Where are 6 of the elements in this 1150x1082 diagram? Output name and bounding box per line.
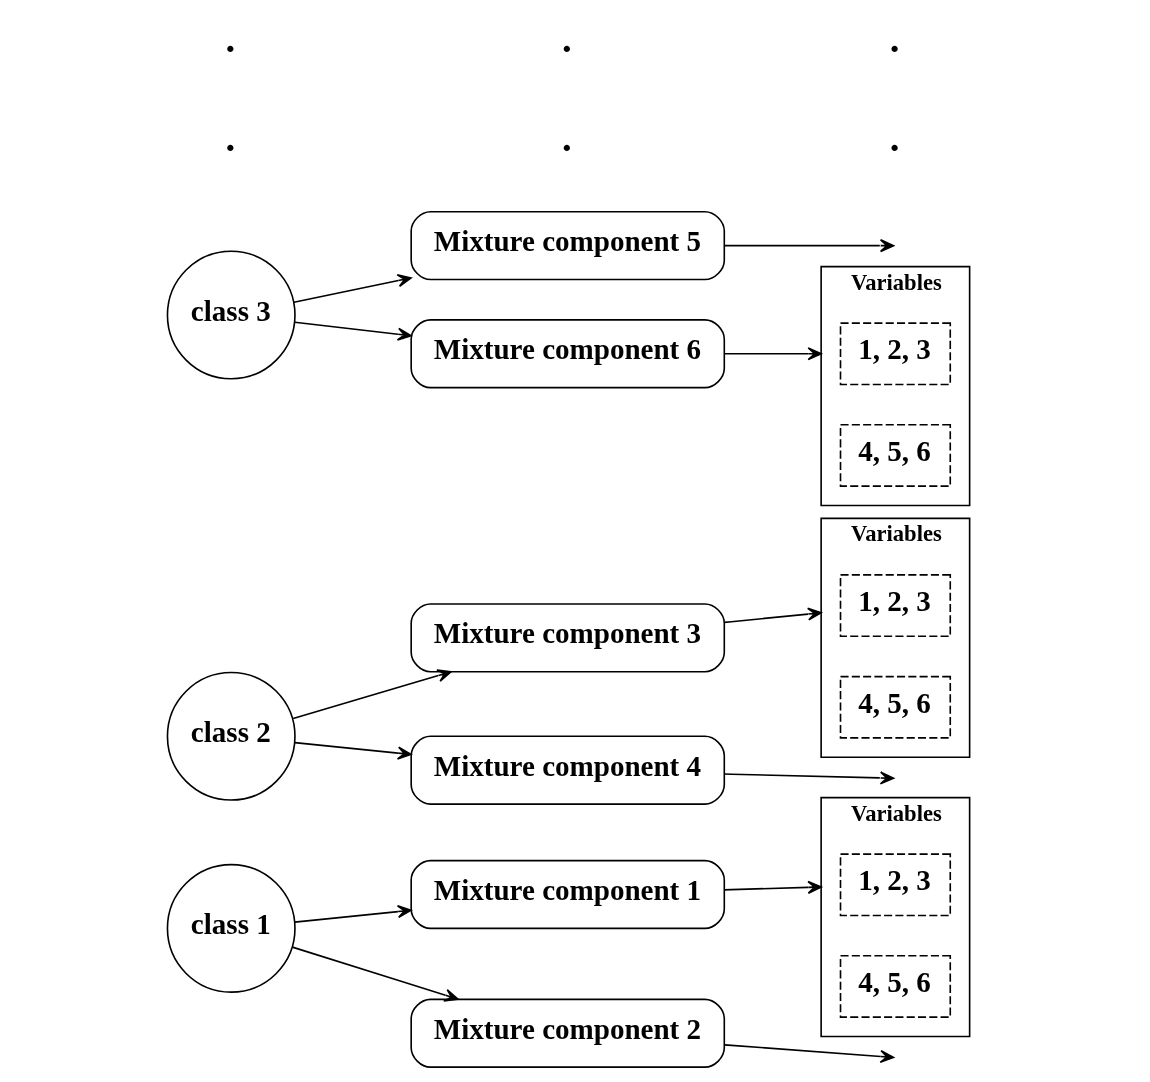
label: . (225, 17, 236, 61)
label: . (889, 17, 900, 61)
label: . (562, 17, 572, 61)
label: . (225, 115, 236, 159)
label: . (562, 115, 572, 159)
label: . (889, 115, 900, 159)
